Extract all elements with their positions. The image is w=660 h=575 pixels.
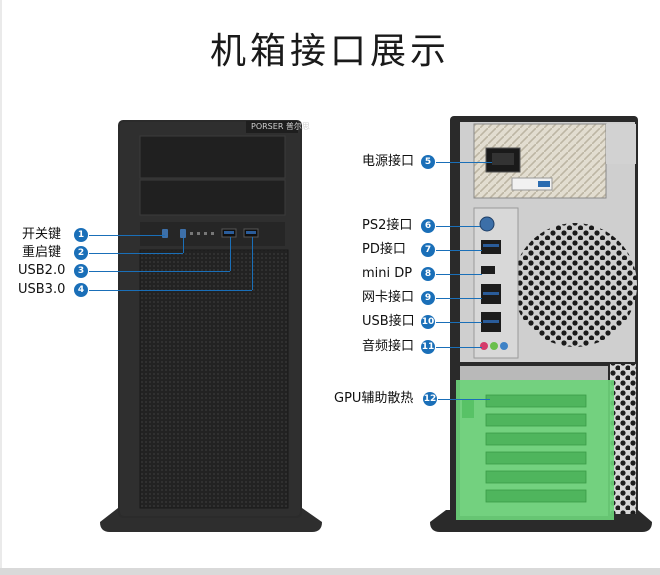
rear-port-label-6: PS2接口 [362, 218, 413, 233]
leader-line-1 [89, 235, 165, 236]
callout-badge-10: 10 [421, 315, 435, 329]
callout-badge-3: 3 [74, 264, 88, 278]
leader-line-7 [436, 250, 482, 251]
callout-badge-4: 4 [74, 283, 88, 297]
rear-port-label-8: mini DP [362, 266, 413, 281]
rear-port-label-12: GPU辅助散热 [334, 391, 414, 406]
callout-badge-7: 7 [421, 243, 435, 257]
page-title: 机箱接口展示 [209, 31, 450, 72]
rear-port-label-10: USB接口 [362, 314, 415, 329]
leader-line-3-vertical [230, 237, 231, 271]
callout-badge-2: 2 [74, 246, 88, 260]
leader-line-11 [436, 347, 482, 348]
leader-line-12 [438, 399, 490, 400]
front-port-label-1: 开关键 [22, 227, 62, 242]
callout-badge-6: 6 [421, 219, 435, 233]
rear-port-label-7: PD接口 [362, 242, 406, 257]
callout-badge-9: 9 [421, 291, 435, 305]
front-port-label-3: USB2.0 [18, 263, 66, 278]
callout-badge-1: 1 [74, 228, 88, 242]
callout-badge-8: 8 [421, 267, 435, 281]
leader-line-5 [436, 162, 492, 163]
callout-badge-12: 12 [423, 392, 437, 406]
front-case [100, 120, 322, 532]
leader-line-6 [436, 226, 480, 227]
rear-port-label-5: 电源接口 [362, 154, 415, 169]
leader-line-2-vertical [183, 238, 184, 253]
leader-line-4-vertical [252, 237, 253, 290]
front-port-label-2: 重启键 [22, 245, 62, 260]
callout-badge-11: 11 [421, 340, 435, 354]
front-port-label-4: USB3.0 [18, 282, 66, 297]
rear-port-label-9: 网卡接口 [362, 290, 415, 305]
callout-badge-5: 5 [421, 155, 435, 169]
rear-port-label-11: 音频接口 [362, 339, 415, 354]
leader-line-8 [436, 274, 482, 275]
leader-line-3 [89, 271, 230, 272]
leader-line-2 [89, 253, 183, 254]
bottom-divider [0, 568, 660, 575]
rear-case [430, 116, 652, 532]
case-brand-logo: PORSER 普尔思 [251, 122, 310, 131]
leader-line-9 [436, 298, 482, 299]
leader-line-10 [436, 322, 482, 323]
leader-line-4 [89, 290, 252, 291]
